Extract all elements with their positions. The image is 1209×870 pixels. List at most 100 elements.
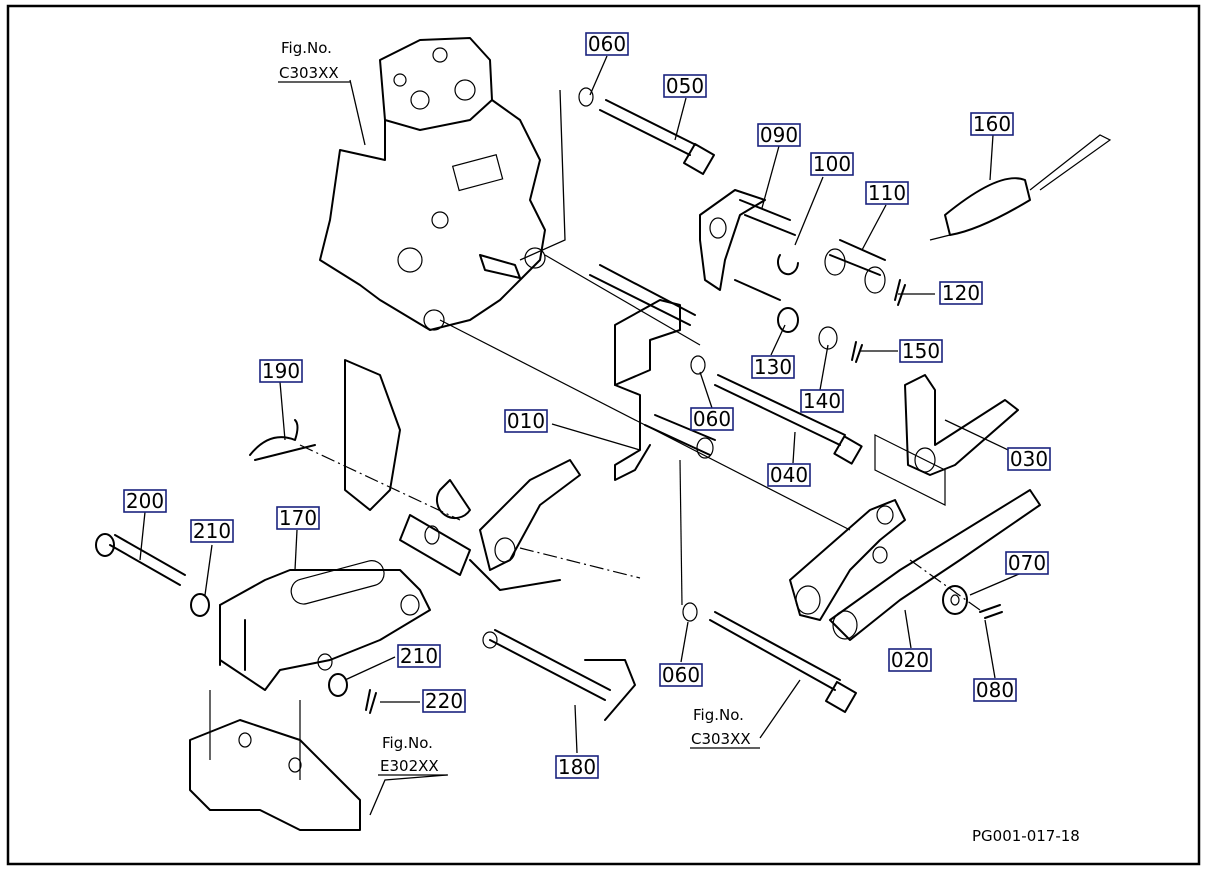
callout-210: 210 [190,519,234,543]
callout-number: 200 [126,489,164,513]
callout-060: 060 [585,32,629,56]
callout-box [899,339,943,363]
link-assembly [344,359,581,591]
fig-ref-2-line1: Fig.No. [693,706,744,724]
callout-box [1007,447,1051,471]
spacer-130 [777,307,838,350]
fig-ref-2-line2: C303XX [691,730,751,748]
clip-100 [777,254,799,276]
drawing-code: PG001-017-18 [972,827,1080,845]
callout-180: 180 [555,755,599,779]
bolt-lower [679,459,858,714]
callout-number: 060 [693,407,731,431]
callout-090: 090 [757,123,801,147]
cotter-pin-220 [365,689,377,714]
bolt-200 [95,533,348,697]
callout-box [123,489,167,513]
spring-160 [929,134,1112,241]
callout-120: 120 [939,281,983,305]
callout-box [397,644,441,668]
callout-box [504,409,548,433]
callout-box [865,181,909,205]
pin-110 [824,239,886,294]
callout-box [767,463,811,487]
callout-number: 060 [662,663,700,687]
callout-number: 070 [1008,551,1046,575]
callout-box [800,389,844,413]
bracket-170 [219,560,431,691]
control-valve-body [319,37,546,331]
callout-box [422,689,466,713]
figure-references: Fig.No. C303XX Fig.No. C303XX Fig.No. E3… [278,39,760,776]
callout-130: 130 [751,355,795,379]
callout-box [555,755,599,779]
bolt-050 [578,87,716,176]
callout-number: 050 [666,74,704,98]
diagram-border [6,4,1201,866]
callout-number: 150 [902,339,940,363]
callout-labels: 060 050 090 100 160 110 120 130 150 140 060 190 010 0… [123,32,1051,779]
callout-170: 170 [276,506,320,530]
callout-number: 040 [770,463,808,487]
callout-box [276,506,320,530]
callout-box [810,152,854,176]
callout-070: 070 [1005,551,1049,575]
callout-030: 030 [1007,447,1051,471]
callout-220: 220 [422,689,466,713]
callout-110: 110 [865,181,909,205]
callout-060: 060 [690,407,734,431]
callout-number: 220 [425,689,463,713]
callout-box [659,663,703,687]
cotter-pin-150 [851,341,863,363]
callout-number: 100 [813,152,851,176]
fig-ref-1-line1: Fig.No. [281,39,332,57]
fig-ref-1-line2: C303XX [279,64,339,82]
callout-020: 020 [888,648,932,672]
callout-number: 020 [891,648,929,672]
callout-box [585,32,629,56]
callout-080: 080 [973,678,1017,702]
callout-box [973,678,1017,702]
hair-pin-190 [249,419,316,461]
callout-060: 060 [659,663,703,687]
callout-200: 200 [123,489,167,513]
callout-box [663,74,707,98]
washer-070 [942,585,968,615]
callout-number: 210 [400,644,438,668]
callout-box [939,281,983,305]
callout-number: 030 [1010,447,1048,471]
callout-210: 210 [397,644,441,668]
callout-040: 040 [767,463,811,487]
callout-190: 190 [259,359,303,383]
callout-box [690,407,734,431]
lever-030 [874,374,1019,506]
fig-ref-3-line2: E302XX [380,757,439,775]
callout-number: 080 [976,678,1014,702]
callout-number: 060 [588,32,626,56]
callout-140: 140 [800,389,844,413]
callout-number: 010 [507,409,545,433]
callout-050: 050 [663,74,707,98]
callout-box [190,519,234,543]
callout-number: 130 [754,355,792,379]
callout-number: 170 [279,506,317,530]
callout-box [757,123,801,147]
callout-number: 190 [262,359,300,383]
callout-box [1005,551,1049,575]
callout-number: 120 [942,281,980,305]
callout-010: 010 [504,409,548,433]
bracket-090 [699,189,796,301]
cotter-pin-120 [894,279,906,306]
pin-180 [482,629,636,721]
lever-020 [789,489,1041,641]
callout-number: 090 [760,123,798,147]
callout-number: 180 [558,755,596,779]
callout-number: 160 [973,112,1011,136]
callout-number: 210 [193,519,231,543]
bolt-040 [690,355,863,465]
callout-100: 100 [810,152,854,176]
callout-box [751,355,795,379]
callout-number: 140 [803,389,841,413]
plate-010 [589,264,716,481]
